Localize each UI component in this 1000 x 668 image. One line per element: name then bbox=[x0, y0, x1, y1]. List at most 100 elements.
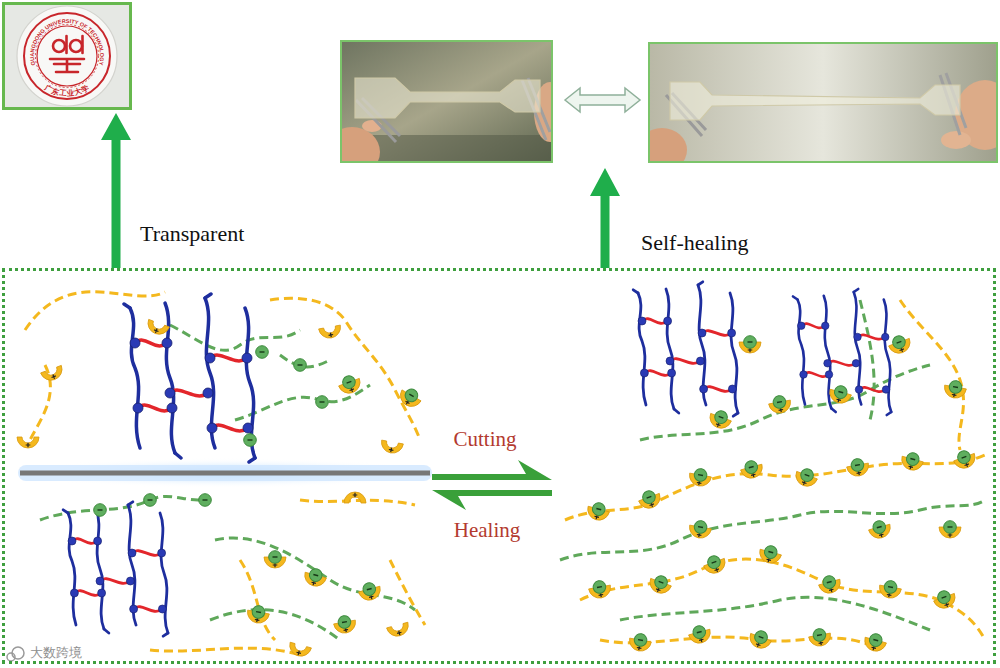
watermark-icon bbox=[7, 653, 15, 661]
ion-pair bbox=[747, 627, 774, 651]
polymer-network bbox=[63, 502, 168, 636]
chain-green bbox=[40, 300, 985, 640]
ion-pair bbox=[931, 587, 958, 611]
chain-yellow bbox=[240, 560, 275, 640]
logo-photo bbox=[2, 2, 132, 110]
ion-pair bbox=[846, 457, 871, 478]
ion-pair bbox=[628, 632, 653, 653]
ion-pair bbox=[246, 604, 271, 625]
logo-chinese-text: 广东工业大学 bbox=[42, 82, 90, 98]
anion-ball bbox=[94, 504, 107, 517]
cation-cup bbox=[387, 622, 411, 638]
cut-plane bbox=[18, 465, 432, 481]
cation-cup bbox=[41, 365, 65, 383]
anion-ball bbox=[94, 346, 329, 517]
chain-green bbox=[640, 365, 930, 440]
up-arrow bbox=[590, 168, 620, 268]
anion-ball bbox=[294, 359, 307, 372]
ion-pair bbox=[739, 336, 761, 353]
anion-ball bbox=[256, 346, 269, 359]
logo-photo bbox=[50, 36, 84, 72]
stretched-photo bbox=[670, 82, 960, 120]
cut-plane bbox=[20, 471, 430, 476]
ion-pair bbox=[867, 518, 893, 540]
double-arrow bbox=[565, 88, 640, 112]
mechanism-box: CuttingHealing bbox=[2, 268, 996, 664]
ion-pair bbox=[768, 394, 793, 415]
chain-yellow bbox=[580, 559, 985, 640]
ion-pair bbox=[302, 566, 328, 588]
ion-pair bbox=[688, 467, 713, 488]
anion-ball bbox=[316, 396, 329, 409]
logo-photo bbox=[70, 40, 82, 52]
chain-green bbox=[40, 496, 210, 520]
watermark: 大数跨境 bbox=[30, 646, 82, 660]
cut-plane bbox=[14, 458, 436, 488]
stretched-photo bbox=[637, 43, 1000, 172]
property-label: Self-healing bbox=[641, 231, 749, 255]
cation-cup bbox=[17, 437, 39, 448]
logo-photo bbox=[35, 24, 98, 87]
ion-pair bbox=[817, 573, 843, 595]
logo-chinese-text: 广东工业大学 bbox=[42, 82, 90, 98]
cation-cup bbox=[344, 492, 366, 503]
logo-photo bbox=[65, 36, 68, 53]
ion-pair bbox=[808, 627, 833, 648]
chain-yellow bbox=[25, 292, 985, 655]
stretch-photo bbox=[341, 41, 552, 162]
watermark-icon bbox=[12, 647, 24, 659]
chain-yellow bbox=[900, 300, 964, 450]
stretched-photo bbox=[649, 43, 997, 162]
ion-pair bbox=[886, 332, 913, 356]
ion-pair bbox=[739, 458, 765, 480]
chain-yellow bbox=[270, 298, 420, 440]
harpoon-arrows bbox=[432, 460, 552, 510]
ion-pair bbox=[396, 384, 424, 410]
chain-green bbox=[215, 538, 415, 610]
harpoon-arrows bbox=[432, 460, 552, 480]
stretch-photo bbox=[341, 41, 552, 162]
chain-yellow bbox=[300, 500, 415, 505]
stretch-photo bbox=[341, 127, 380, 162]
ion-pair bbox=[647, 572, 674, 596]
up-arrow bbox=[101, 113, 131, 268]
watermark-icon bbox=[7, 647, 24, 661]
cation-cup bbox=[380, 440, 404, 455]
ion-pair bbox=[246, 332, 978, 653]
ion-pair bbox=[333, 614, 358, 635]
polymer-network bbox=[793, 289, 891, 415]
cation-cup bbox=[287, 642, 311, 658]
logo-photo bbox=[37, 26, 97, 86]
logo-photo bbox=[50, 59, 84, 72]
process-label: Cutting bbox=[453, 428, 516, 451]
cation-cup bbox=[17, 319, 411, 658]
chain-yellow bbox=[25, 292, 165, 330]
ion-pair bbox=[264, 551, 286, 568]
stretched-photo bbox=[941, 131, 971, 149]
stretch-photo bbox=[324, 41, 566, 177]
chain-yellow bbox=[150, 648, 300, 655]
ion-pair bbox=[951, 447, 978, 471]
ion-pair bbox=[899, 450, 925, 472]
stretch-photo bbox=[355, 78, 540, 118]
ion-pair bbox=[585, 500, 611, 522]
ion-pair bbox=[757, 543, 783, 565]
ion-pair bbox=[827, 383, 853, 405]
chain-green bbox=[210, 610, 340, 640]
ion-pair bbox=[878, 579, 903, 600]
logo-text-layer: GUANGDONG UNIVERSITY OF TECHNOLOGY广东工业大学 bbox=[2, 2, 132, 110]
chain-yellow bbox=[390, 560, 425, 625]
ion-pair bbox=[588, 579, 613, 600]
polymer-network bbox=[63, 282, 891, 636]
chain-green bbox=[860, 300, 874, 420]
double-arrow bbox=[565, 88, 640, 112]
chain-green bbox=[170, 325, 300, 350]
stretched-photo bbox=[649, 43, 997, 162]
anion-ball bbox=[244, 434, 257, 447]
ion-pair bbox=[793, 465, 820, 489]
chain-green bbox=[620, 597, 930, 630]
ion-pair bbox=[862, 631, 888, 653]
ion-pair bbox=[636, 487, 663, 511]
